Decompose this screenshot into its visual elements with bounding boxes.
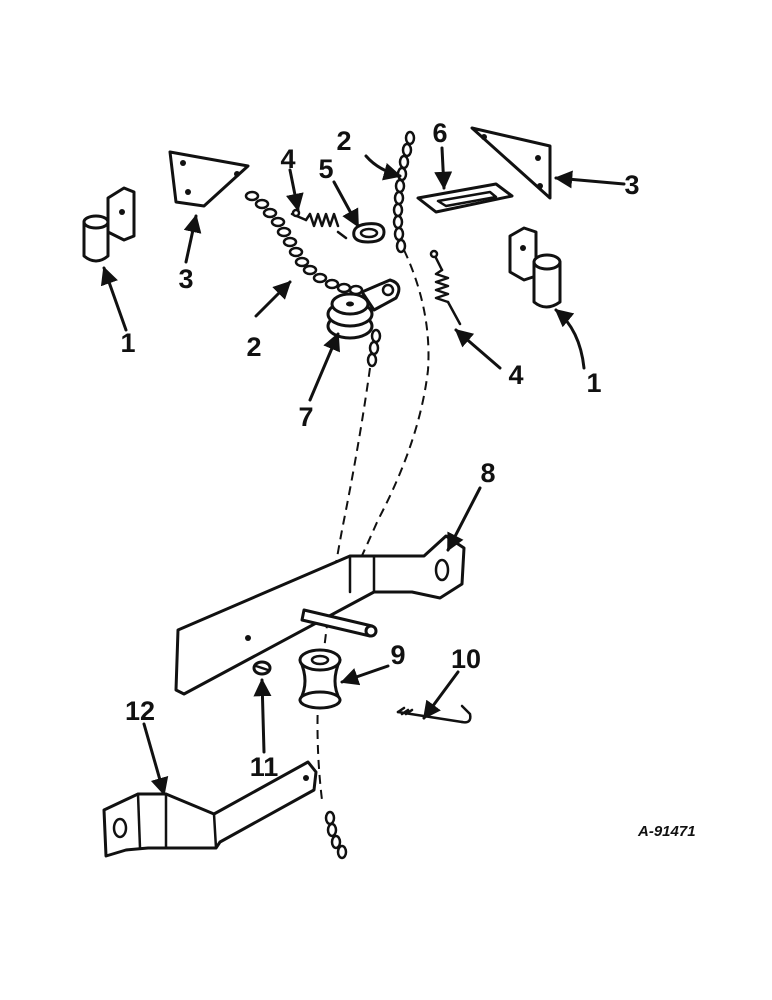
plate-right: [470, 126, 552, 200]
callout-2-upper: 2: [336, 126, 351, 156]
spring-left: [290, 208, 348, 240]
spring-right: [429, 249, 462, 326]
callout-3-right: 3: [624, 170, 639, 200]
rod: [300, 608, 378, 638]
pulley: [326, 278, 401, 340]
callout-1-right: 1: [586, 368, 601, 398]
callout-1-left: 1: [120, 328, 135, 358]
plate-left: [168, 150, 250, 208]
chain-right: [392, 130, 416, 254]
leader-arrows: [100, 146, 626, 796]
bracket-lower: [102, 760, 318, 858]
chain-left: [244, 190, 364, 296]
bushing-right: [508, 226, 562, 309]
bushing-left: [82, 186, 136, 263]
callout-3-left: 3: [178, 264, 193, 294]
callout-5: 5: [318, 154, 333, 184]
callout-11: 11: [250, 752, 279, 782]
figure-reference: A-91471: [637, 823, 696, 840]
nut: [252, 660, 272, 676]
callout-10: 10: [451, 644, 481, 674]
chain-bottom: [324, 810, 348, 860]
callouts: 1 1 2 2 3 3 4 4 5 6 7 8 9 10 11 12 A-914…: [120, 118, 695, 840]
callout-8: 8: [480, 458, 495, 488]
slotted-plate: [416, 182, 514, 214]
chain-center: [366, 328, 382, 368]
callout-12: 12: [125, 696, 155, 726]
callout-9: 9: [390, 640, 405, 670]
callout-4-left: 4: [280, 144, 295, 174]
roller: [298, 648, 342, 710]
callout-4-right: 4: [508, 360, 523, 390]
callout-6: 6: [432, 118, 447, 148]
pin: [396, 704, 472, 724]
callout-2-lower: 2: [246, 332, 261, 362]
callout-7: 7: [298, 402, 313, 432]
